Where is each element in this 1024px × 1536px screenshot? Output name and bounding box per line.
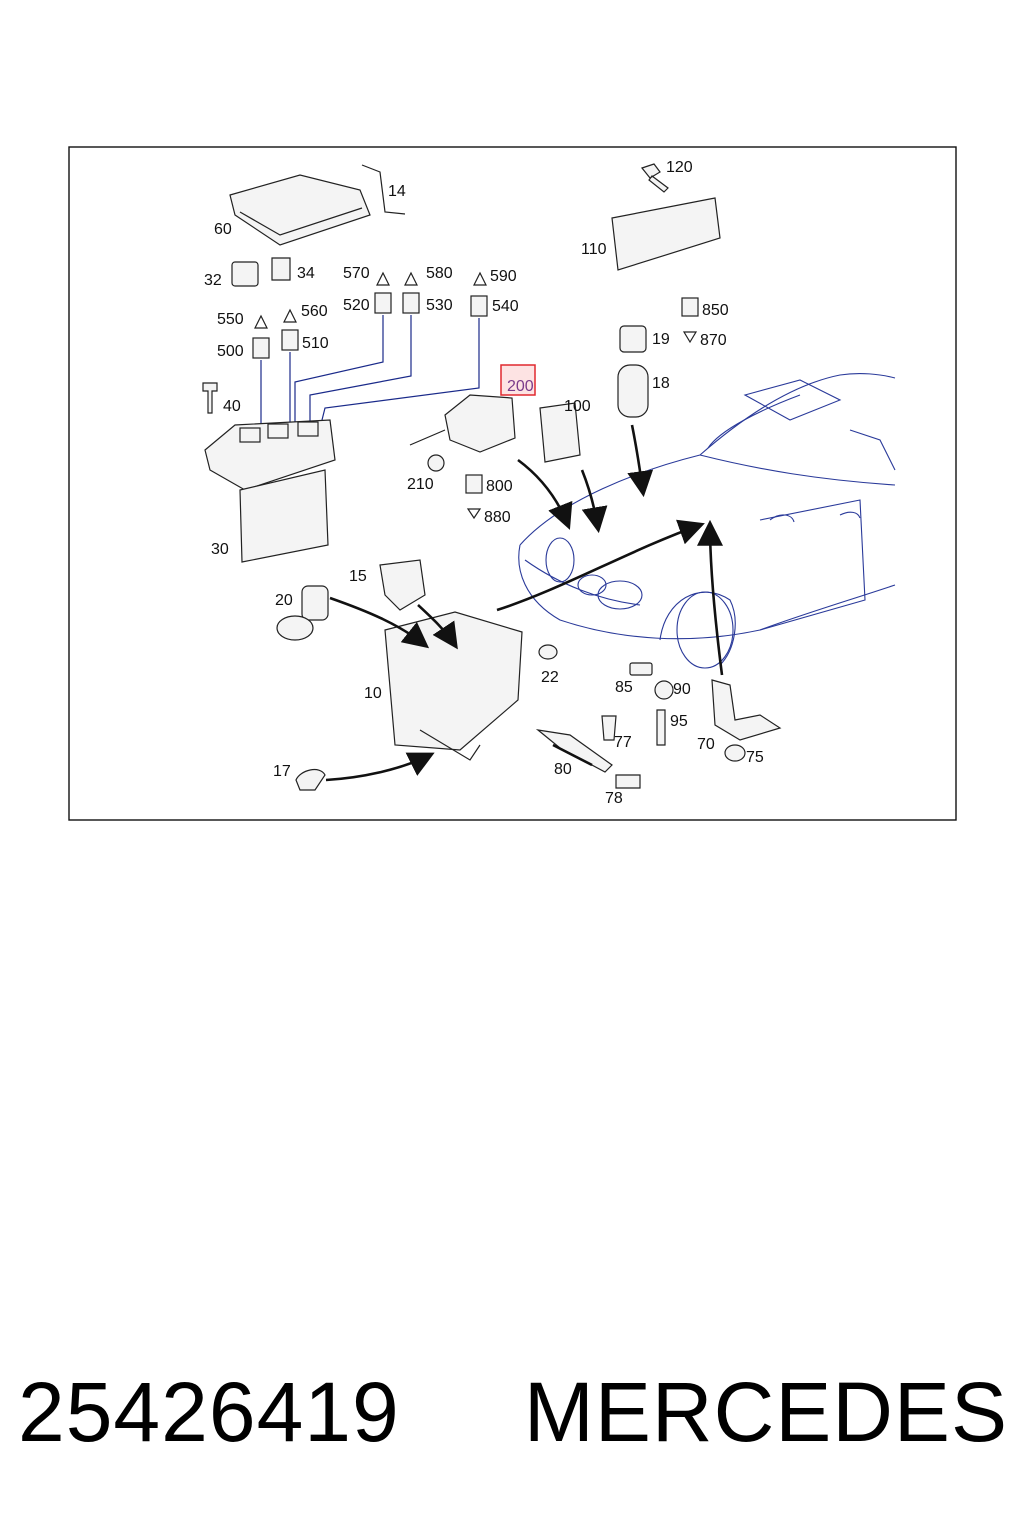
parts-diagram: 14 60 32 34 570 580 590 520 530 540 550 … (68, 146, 957, 821)
callout-850[interactable]: 850 (702, 302, 729, 319)
bulb-90 (654, 680, 674, 700)
bracket-80 (535, 729, 613, 773)
callout-19[interactable]: 19 (652, 331, 670, 348)
grommet-22 (538, 644, 558, 660)
bulb-holder-85 (629, 662, 653, 676)
callout-110[interactable]: 110 (581, 241, 607, 258)
callout-500[interactable]: 500 (217, 343, 244, 360)
fuse-puller-tool (361, 164, 406, 215)
brand-name: MERCEDES (523, 1364, 1008, 1459)
callout-40[interactable]: 40 (223, 398, 241, 415)
callout-labels: 14 60 32 34 570 580 590 520 530 540 550 … (204, 159, 764, 807)
callout-17[interactable]: 17 (273, 763, 291, 780)
highlight-box (500, 364, 536, 396)
screw-40 (202, 382, 218, 414)
callout-200[interactable]: 200 (507, 378, 534, 395)
footer-caption: 25426419 MERCEDES (18, 1362, 1008, 1462)
cover-19 (619, 325, 647, 353)
car-illustration (518, 373, 896, 669)
fuse-34 (271, 257, 291, 281)
callout-30[interactable]: 30 (211, 541, 229, 558)
relay-box-200 (444, 394, 516, 453)
pump-20 (276, 585, 329, 641)
fuse-box-cover (229, 174, 371, 246)
sensor-17 (295, 768, 326, 791)
callout-520[interactable]: 520 (343, 297, 370, 314)
bolt-120 (640, 163, 669, 193)
callout-870[interactable]: 870 (700, 332, 727, 349)
callout-880[interactable]: 880 (484, 509, 511, 526)
callout-80[interactable]: 80 (554, 761, 572, 778)
callout-15[interactable]: 15 (349, 568, 367, 585)
callout-90[interactable]: 90 (673, 681, 691, 698)
callout-550[interactable]: 550 (217, 311, 244, 328)
bracket-70 (711, 679, 782, 741)
nut-210 (427, 454, 445, 472)
screw-77 (601, 715, 617, 741)
callout-800[interactable]: 800 (486, 478, 513, 495)
callout-210[interactable]: 210 (407, 476, 434, 493)
fuse-box-assembly (204, 419, 336, 563)
callout-60[interactable]: 60 (214, 221, 232, 238)
callout-78[interactable]: 78 (605, 790, 623, 807)
callout-120[interactable]: 120 (666, 159, 693, 176)
callout-70[interactable]: 70 (697, 736, 715, 753)
diagram-frame (68, 146, 957, 821)
callout-100[interactable]: 100 (564, 398, 591, 415)
module-100 (539, 402, 581, 463)
callout-20[interactable]: 20 (275, 592, 293, 609)
callout-590[interactable]: 590 (490, 268, 517, 285)
callout-95[interactable]: 95 (670, 713, 688, 730)
clip-75 (724, 744, 746, 762)
callout-34[interactable]: 34 (297, 265, 315, 282)
callout-580[interactable]: 580 (426, 265, 453, 282)
callout-22[interactable]: 22 (541, 669, 559, 686)
callout-75[interactable]: 75 (746, 749, 764, 766)
callout-77[interactable]: 77 (614, 734, 632, 751)
callout-32[interactable]: 32 (204, 272, 222, 289)
cover-18 (617, 364, 649, 418)
callout-10[interactable]: 10 (364, 685, 382, 702)
callout-85[interactable]: 85 (615, 679, 633, 696)
relay-32 (231, 261, 259, 287)
holder-15 (379, 559, 426, 611)
control-module-110 (611, 197, 721, 271)
callout-560[interactable]: 560 (301, 303, 328, 320)
callout-18[interactable]: 18 (652, 375, 670, 392)
part-number: 25426419 (18, 1364, 400, 1459)
stud-95 (656, 709, 666, 746)
callout-510[interactable]: 510 (302, 335, 329, 352)
callout-570[interactable]: 570 (343, 265, 370, 282)
callout-540[interactable]: 540 (492, 298, 519, 315)
callout-14[interactable]: 14 (388, 183, 406, 200)
screw-78 (615, 774, 641, 789)
callout-530[interactable]: 530 (426, 297, 453, 314)
